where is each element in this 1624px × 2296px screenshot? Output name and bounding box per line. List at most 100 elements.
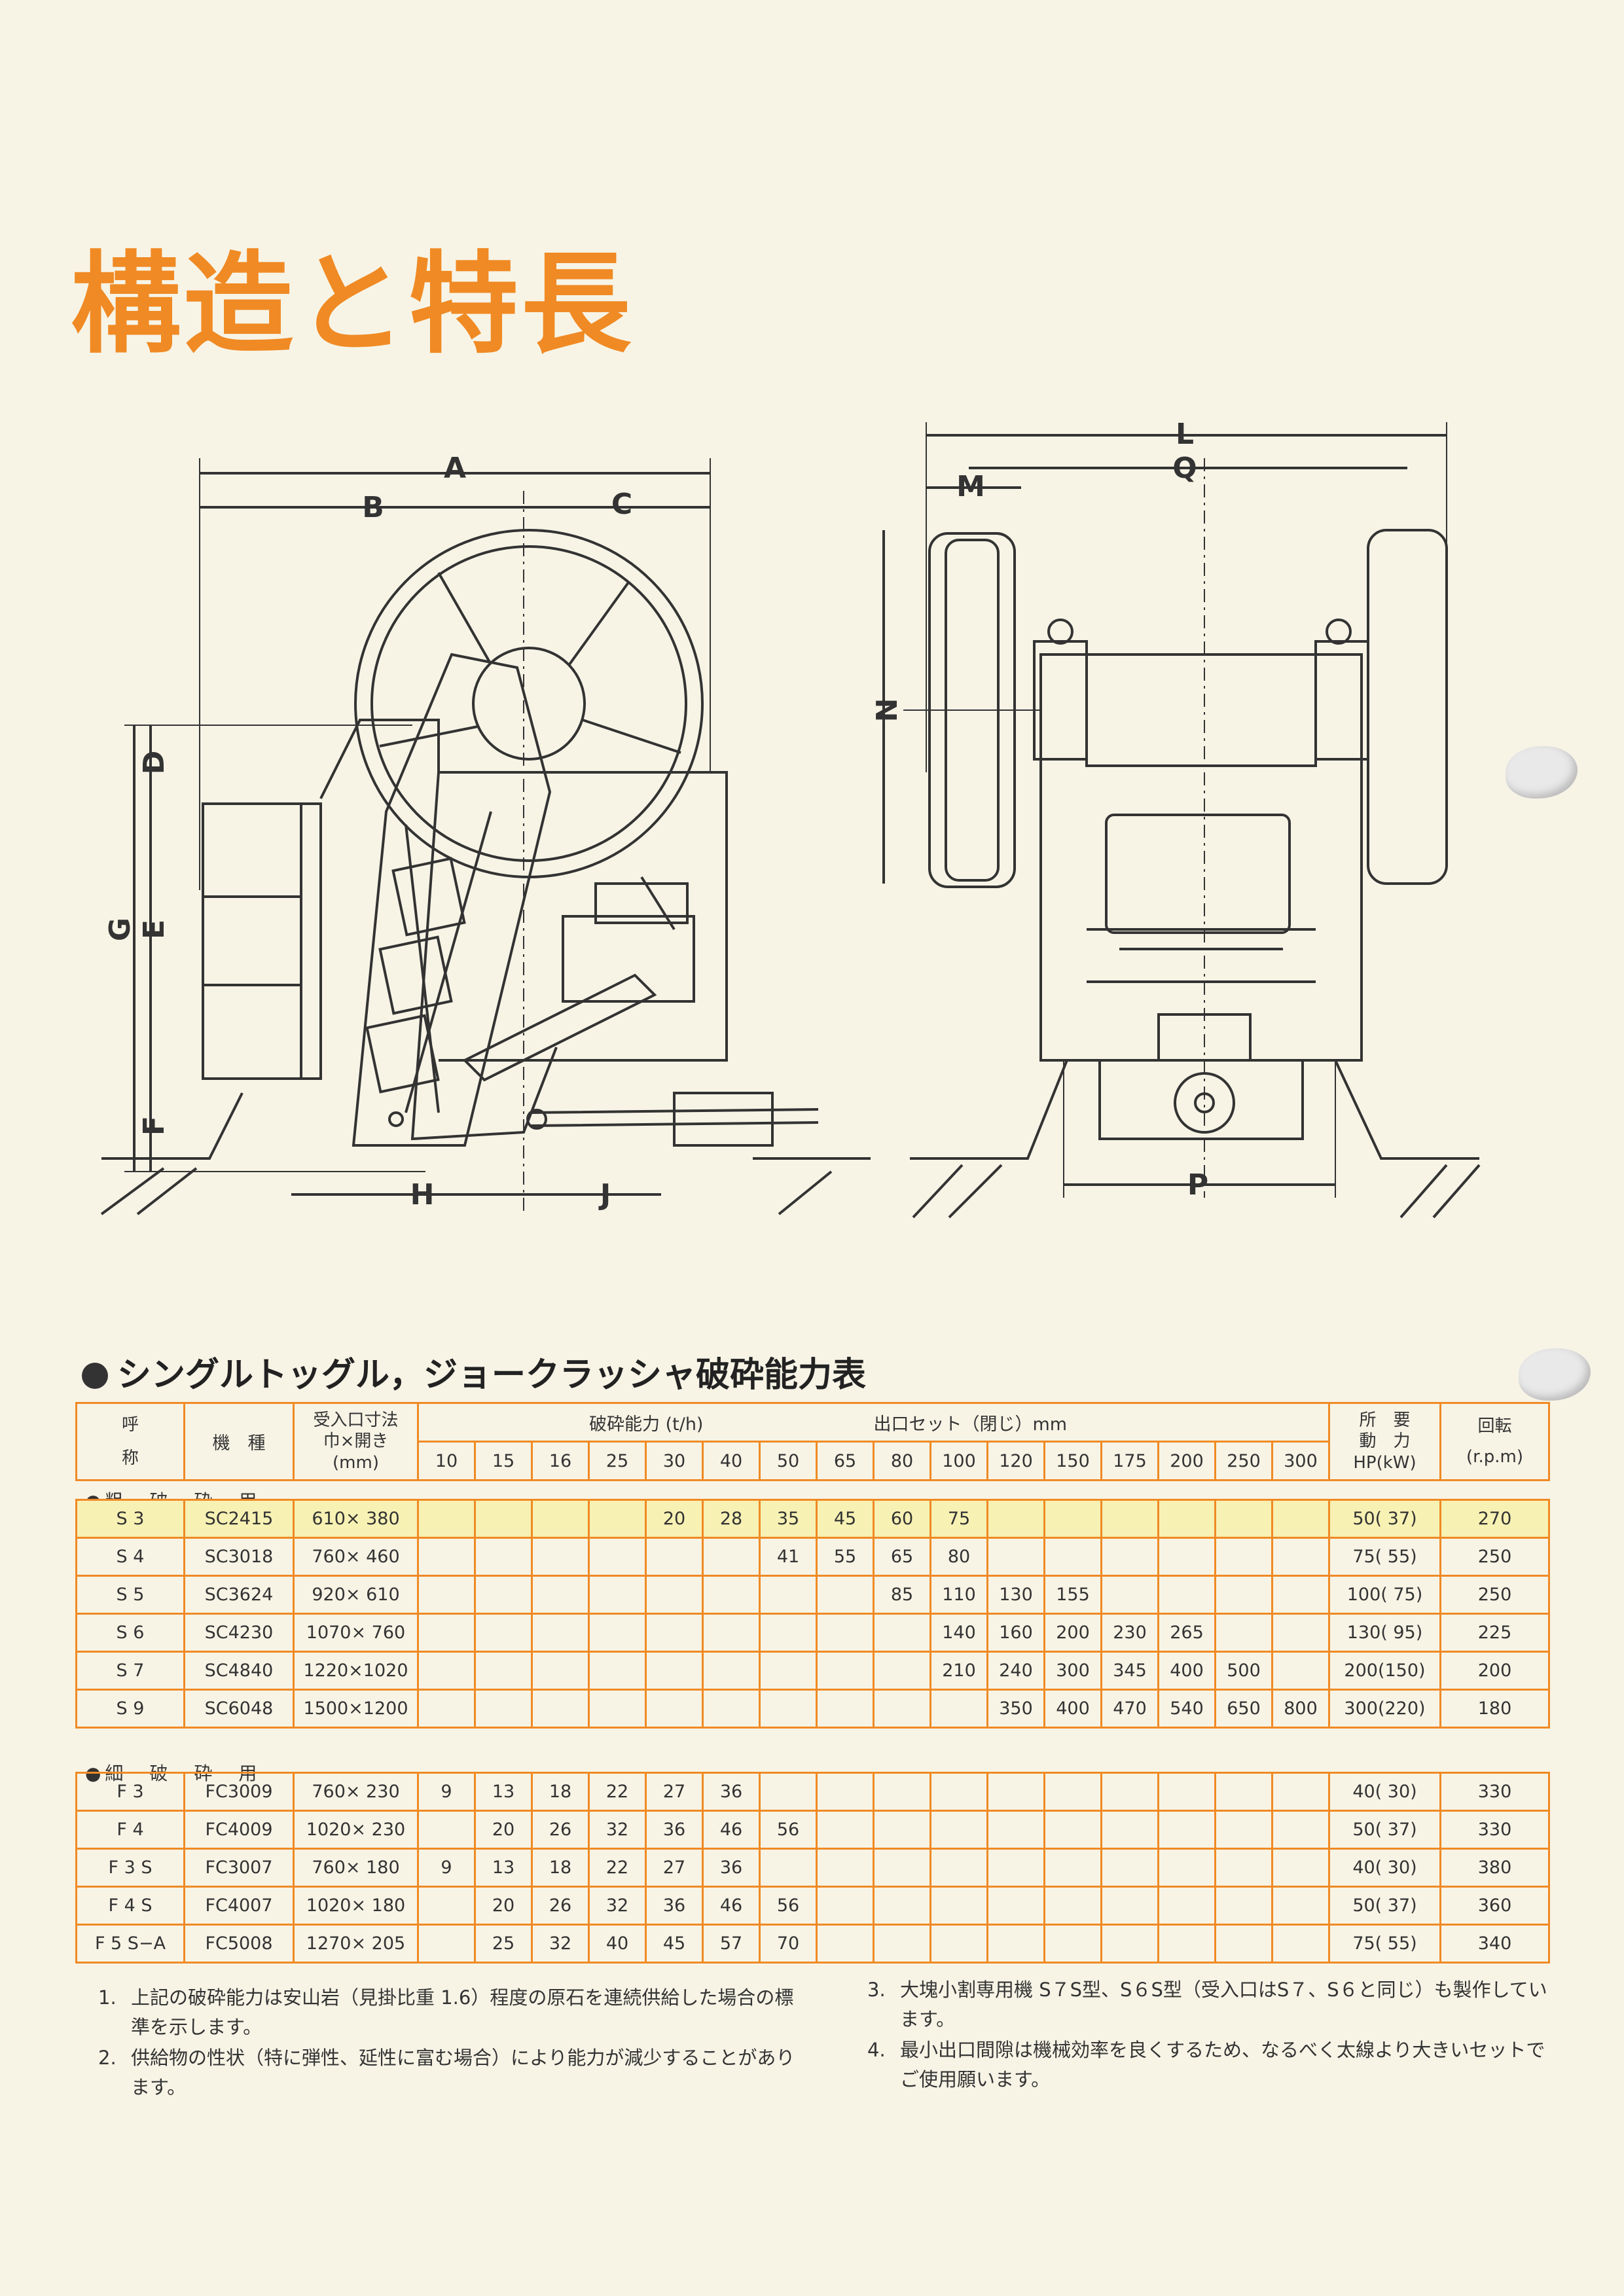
cell-capacity: 32: [588, 1886, 647, 1926]
cell-capacity: 65: [873, 1537, 931, 1577]
notes-right: 3.大塊小割専用機 S７S型、S６S型（受入口はS７、S６と同じ）も製作していま…: [867, 1975, 1561, 2096]
cell-inlet: 1020× 230: [293, 1810, 419, 1850]
cell-model: FC4007: [183, 1886, 295, 1926]
page-title: 構造と特長: [71, 239, 634, 368]
cell-capacity: [417, 1886, 476, 1926]
cell-capacity: [417, 1689, 476, 1729]
cell-capacity: 26: [531, 1810, 590, 1850]
cell-capacity: 800: [1271, 1689, 1330, 1729]
cell-capacity: [986, 1772, 1045, 1812]
cell-capacity: [759, 1613, 818, 1653]
header-name-bottom: 称: [121, 1448, 139, 1468]
cell-inlet: 760× 180: [293, 1848, 419, 1888]
cell-capacity: [1100, 1537, 1159, 1577]
dim-label-q: Q: [1172, 452, 1197, 485]
cell-name: S 7: [75, 1651, 185, 1691]
cell-capacity: [531, 1689, 590, 1729]
cell-capacity: [816, 1924, 875, 1964]
cell-capacity: [702, 1537, 761, 1577]
note-4-text: 最小出口間隙は機械効率を良くするため、なるべく太線より大きいセットでご使用願いま…: [900, 2038, 1545, 2090]
cell-capacity: [645, 1575, 704, 1615]
cell-power: 75( 55): [1328, 1924, 1441, 1964]
cell-capacity: 13: [474, 1848, 533, 1888]
cell-capacity: [816, 1689, 875, 1729]
cell-capacity: 230: [1100, 1613, 1159, 1653]
table-heading-text: シングルトッグル，ジョークラッシャ破砕能力表: [117, 1355, 867, 1395]
cell-capacity: [873, 1924, 931, 1964]
cell-capacity: 27: [645, 1772, 704, 1812]
cell-capacity: [759, 1575, 818, 1615]
cell-capacity: [986, 1886, 1045, 1926]
cell-model: FC3007: [183, 1848, 295, 1888]
cell-capacity: [588, 1689, 647, 1729]
cell-capacity: 36: [702, 1772, 761, 1812]
cell-capacity: [1043, 1886, 1102, 1926]
cell-name: S 9: [75, 1689, 185, 1729]
cell-power: 50( 37): [1328, 1810, 1441, 1850]
table-heading: シングルトッグル，ジョークラッシャ破砕能力表: [82, 1347, 866, 1396]
cell-capacity: [1043, 1810, 1102, 1850]
cell-capacity: [588, 1575, 647, 1615]
note-3-text: 大塊小割専用機 S７S型、S６S型（受入口はS７、S６と同じ）も製作しています。: [900, 1979, 1547, 2030]
header-capacity: 破砕能力 (t/h): [417, 1402, 874, 1443]
cell-capacity: [474, 1651, 533, 1691]
cell-capacity: 80: [929, 1537, 988, 1577]
cell-capacity: [1157, 1848, 1216, 1888]
cell-capacity: 28: [702, 1499, 761, 1539]
cell-capacity: [1214, 1575, 1273, 1615]
cell-capacity: [645, 1613, 704, 1653]
bullet-icon: [82, 1363, 108, 1389]
dim-label-c: C: [611, 488, 632, 521]
cell-capacity: 345: [1100, 1651, 1159, 1691]
cell-capacity: 470: [1100, 1689, 1159, 1729]
cell-capacity: [873, 1848, 931, 1888]
cell-capacity: 540: [1157, 1689, 1216, 1729]
setting-16: 16: [531, 1441, 590, 1481]
cell-capacity: 40: [588, 1924, 647, 1964]
cell-rpm: 340: [1439, 1924, 1550, 1964]
cell-name: F 3: [75, 1772, 185, 1812]
cell-capacity: [474, 1499, 533, 1539]
cell-capacity: 20: [645, 1499, 704, 1539]
cell-capacity: 35: [759, 1499, 818, 1539]
cell-capacity: [816, 1810, 875, 1850]
cell-rpm: 330: [1439, 1810, 1550, 1850]
setting-10: 10: [417, 1441, 476, 1481]
cell-capacity: [588, 1651, 647, 1691]
header-inlet-3: (mm): [333, 1452, 379, 1473]
cell-name: S 3: [75, 1499, 185, 1539]
cell-model: SC4840: [183, 1651, 295, 1691]
cell-capacity: [1271, 1924, 1330, 1964]
cell-capacity: [588, 1537, 647, 1577]
note-4: 4.最小出口間隙は機械効率を良くするため、なるべく太線より大きいセットでご使用願…: [867, 2036, 1561, 2094]
cell-power: 200(150): [1328, 1651, 1441, 1691]
cell-rpm: 330: [1439, 1772, 1550, 1812]
cell-name: F 4 S: [75, 1886, 185, 1926]
cell-capacity: 300: [1043, 1651, 1102, 1691]
cell-capacity: [1100, 1848, 1159, 1888]
cell-power: 50( 37): [1328, 1886, 1441, 1926]
cell-rpm: 270: [1439, 1499, 1550, 1539]
cell-capacity: [759, 1772, 818, 1812]
cell-capacity: 650: [1214, 1689, 1273, 1729]
cell-capacity: [417, 1924, 476, 1964]
cell-model: SC3018: [183, 1537, 295, 1577]
cell-capacity: [873, 1613, 931, 1653]
cell-inlet: 760× 230: [293, 1772, 419, 1812]
dim-label-h: H: [410, 1178, 435, 1211]
cell-inlet: 610× 380: [293, 1499, 419, 1539]
note-1-text: 上記の破砕能力は安山岩（見掛比重 1.6）程度の原石を連続供給した場合の標準を示…: [131, 1986, 794, 2038]
cell-capacity: [1043, 1772, 1102, 1812]
cell-capacity: [816, 1848, 875, 1888]
setting-30: 30: [645, 1441, 704, 1481]
cell-capacity: [929, 1689, 988, 1729]
cell-capacity: 210: [929, 1651, 988, 1691]
cell-capacity: [1214, 1886, 1273, 1926]
cell-capacity: 46: [702, 1810, 761, 1850]
cell-capacity: [873, 1772, 931, 1812]
cell-capacity: 400: [1043, 1689, 1102, 1729]
cell-capacity: 22: [588, 1848, 647, 1888]
